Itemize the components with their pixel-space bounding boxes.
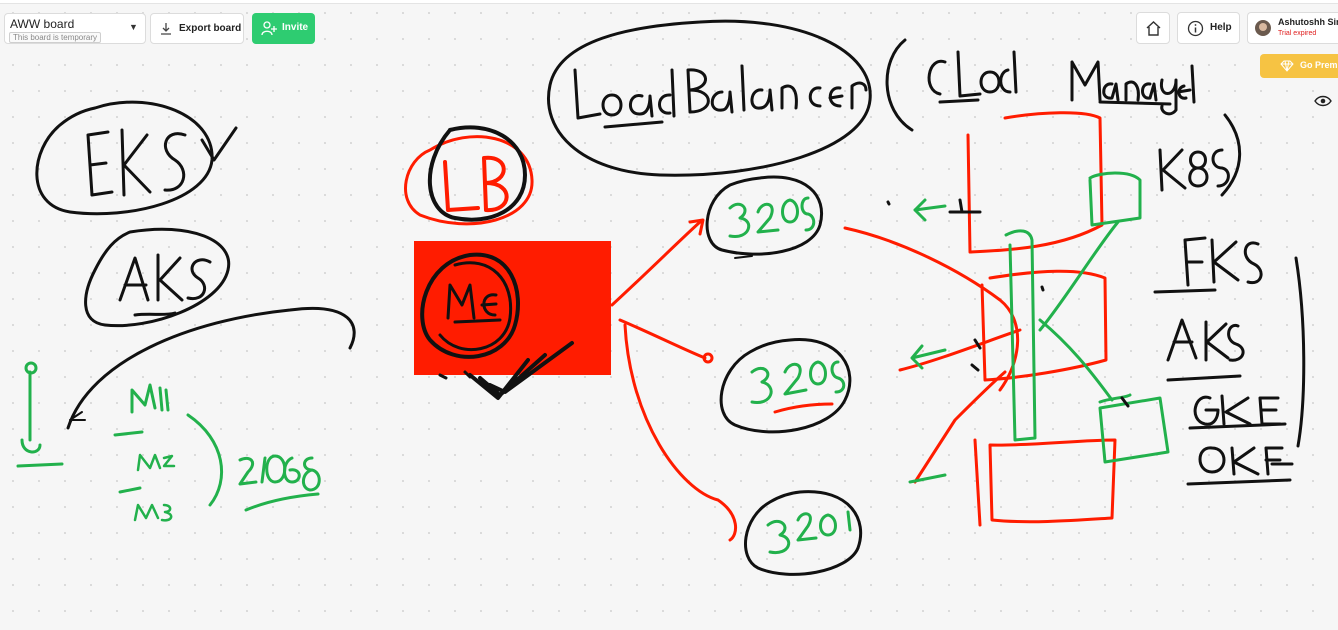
export-board-label: Export board bbox=[179, 23, 242, 34]
eye-icon[interactable] bbox=[1314, 95, 1332, 107]
sketch-red-node-boxes bbox=[843, 111, 1117, 527]
go-premium-label: Go Prem bbox=[1300, 60, 1338, 70]
sketch-k8s-list bbox=[1153, 113, 1306, 486]
chevron-down-icon[interactable]: ▼ bbox=[129, 22, 138, 32]
sketch-green-node-boxes bbox=[908, 171, 1170, 484]
home-button[interactable] bbox=[1136, 12, 1170, 44]
avatar bbox=[1255, 20, 1271, 36]
top-border bbox=[0, 0, 1338, 4]
board-name-dropdown[interactable]: AWW board This board is temporary ▼ bbox=[4, 13, 146, 44]
export-board-button[interactable]: Export board bbox=[150, 13, 244, 44]
sketch-nodeport-oval-3 bbox=[744, 490, 863, 576]
trial-status: Trial expired bbox=[1278, 30, 1317, 37]
sketch-lb-circle bbox=[404, 125, 534, 226]
invite-button[interactable]: Invite bbox=[252, 13, 315, 44]
sketch-black-marks bbox=[886, 198, 1130, 408]
sketch-nodeport-oval-2 bbox=[719, 338, 852, 434]
diamond-icon bbox=[1280, 60, 1294, 72]
board-temporary-note: This board is temporary bbox=[9, 32, 102, 43]
sketch-red-arrows bbox=[610, 218, 738, 542]
help-circle-icon bbox=[1187, 20, 1204, 37]
sketch-loadbalancer-oval bbox=[547, 19, 872, 177]
user-menu[interactable]: Ashutoshh Sin Trial expired bbox=[1247, 12, 1338, 44]
help-button[interactable]: Help bbox=[1177, 12, 1240, 44]
invite-label: Invite bbox=[282, 22, 309, 33]
board-name: AWW board bbox=[10, 17, 75, 31]
sketch-me-circle bbox=[420, 252, 574, 400]
sketch-cloud-managed-text bbox=[885, 38, 1196, 132]
download-icon bbox=[161, 23, 171, 35]
sketch-nodeport-oval-1 bbox=[705, 175, 823, 259]
help-label: Help bbox=[1210, 22, 1232, 33]
sketch-eks-oval bbox=[35, 100, 238, 216]
sketch-aks-oval bbox=[84, 227, 231, 328]
home-icon bbox=[1146, 21, 1161, 36]
sketch-left-diagram bbox=[16, 307, 356, 522]
go-premium-button[interactable]: Go Prem bbox=[1260, 54, 1338, 78]
add-user-icon bbox=[261, 21, 277, 36]
user-name: Ashutoshh Sin bbox=[1278, 17, 1338, 27]
